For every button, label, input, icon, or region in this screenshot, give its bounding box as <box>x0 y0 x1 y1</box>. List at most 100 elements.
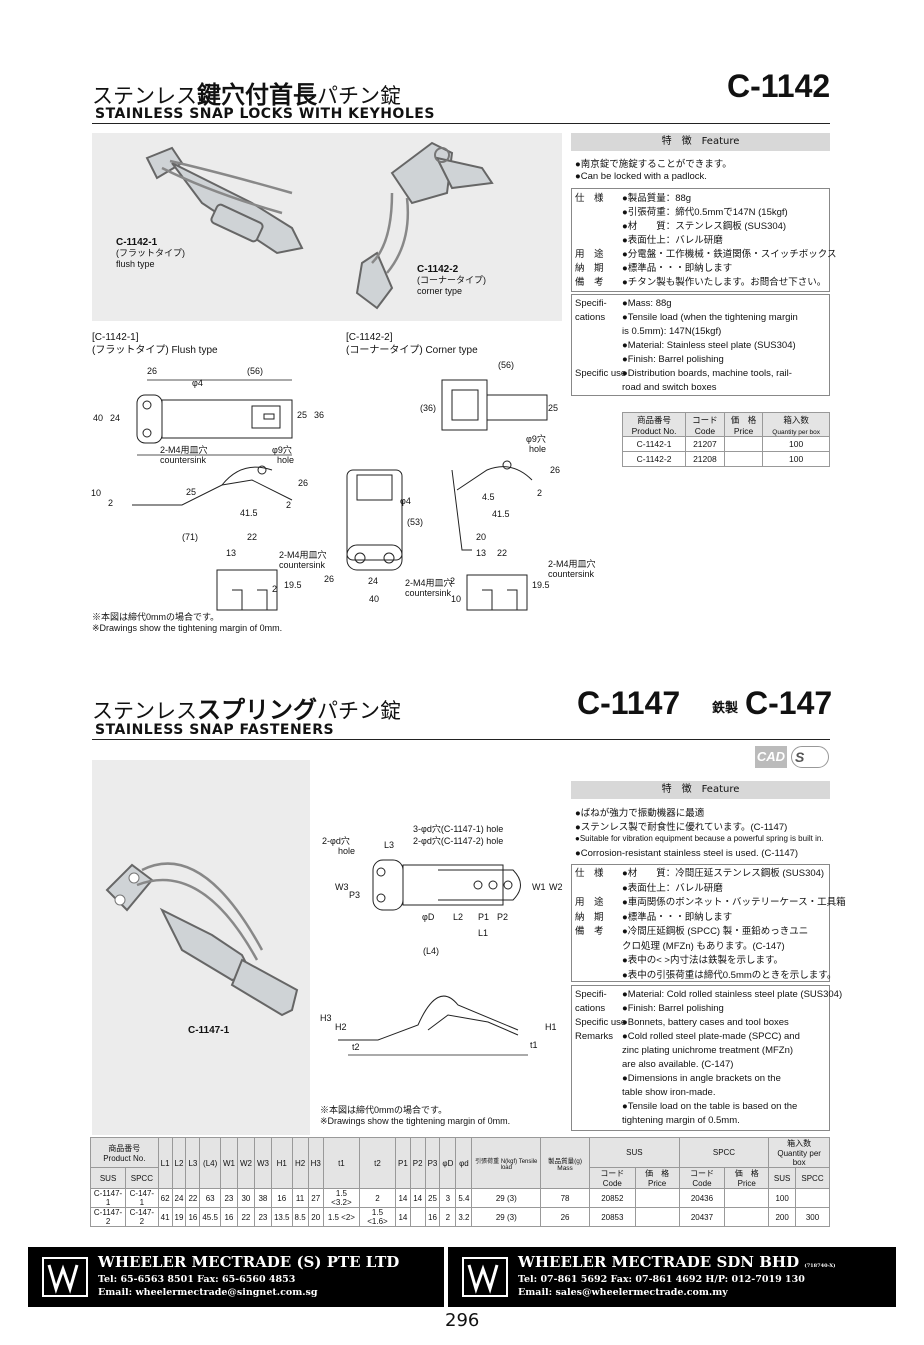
dim-label: (53) <box>407 517 424 527</box>
note-en: ※Drawings show the tightening margin of … <box>320 1116 511 1126</box>
dim-label: P3 <box>349 890 361 900</box>
spec-value: ●表中の< >内寸法は鉄製を示します。 <box>622 955 784 966</box>
spec-value: ●Material: Cold rolled stainless steel p… <box>622 989 843 1000</box>
table-cell: 16 <box>185 1207 201 1227</box>
dim-label: 10 <box>91 488 102 498</box>
spec-value: ●Distribution boards, machine tools, rai… <box>622 368 792 379</box>
spec-value: クロ処理 (MFZn) もあります。(C-147) <box>622 940 785 952</box>
spec-value: zinc plating unichrome treatment (MFZn) <box>622 1045 794 1056</box>
table-cell: 16 <box>219 1207 238 1227</box>
spec-label: 仕 様 <box>575 193 604 204</box>
footer-left-tel: Tel: 65-6563 8501 Fax: 65-6560 4853 <box>98 1274 296 1285</box>
dim-label: 20 <box>476 532 487 542</box>
table-cell: 45.5 <box>199 1207 221 1227</box>
dim-label: 2 <box>108 498 114 508</box>
spec-value: is 0.5mm): 147N(15kgf) <box>622 326 722 337</box>
section2-feature-head: 特 徴 Feature <box>571 781 830 799</box>
dim-label: 2-φd穴(C-1147-2) hole <box>413 836 504 846</box>
dim-label: 19.5 <box>532 580 550 590</box>
dim-label: 26 <box>147 366 158 376</box>
footer-right-name: WHEELER MECTRADE SDN BHD (718740-X) <box>518 1253 836 1271</box>
spec-value: ●分電盤・工作機械・鉄道関係・スイッチボックス <box>622 249 837 260</box>
dim-label: 10 <box>451 594 462 604</box>
dim-label: 26 <box>550 465 561 475</box>
dim-label: 22 <box>497 548 508 558</box>
snap-lock-photo <box>145 141 494 310</box>
dim-label: L1 <box>478 928 489 938</box>
table-cell: 3 <box>439 1188 457 1208</box>
table-cell: C-147-1 <box>125 1188 159 1208</box>
table-cell: 22 <box>236 1207 255 1227</box>
title-main: 鍵穴付首長 <box>197 81 317 109</box>
spec-label: cations <box>575 1003 606 1014</box>
section2-code: C-1147 <box>577 685 681 721</box>
dim-label: W2 <box>549 882 563 892</box>
dim-label: P2 <box>497 912 509 922</box>
table-cell: 14 <box>395 1188 411 1208</box>
dim-label: 2-M4用皿穴 <box>279 550 327 560</box>
dim-label: 41.5 <box>240 508 258 518</box>
spec-value: tightening margin of 0.5mm. <box>622 1115 740 1126</box>
section2-rule <box>92 739 830 740</box>
dim-label: H2 <box>335 1022 347 1032</box>
dim-label: 36 <box>314 410 325 420</box>
wm-logo-icon <box>42 1257 88 1297</box>
table-cell: 1.5 <2> <box>322 1207 360 1227</box>
section2-photo-panel: C-1147-1 <box>92 760 310 1135</box>
spec-value: ●標準品・・・即納します <box>622 911 733 923</box>
spec-value: ●車両関係のボンネット・バッテリーケース・工具箱 <box>622 897 846 908</box>
dim-label: H1 <box>545 1022 557 1032</box>
dim-label: φ9穴 <box>272 445 292 455</box>
spec-value: ●Dimensions in angle brackets on the <box>622 1073 781 1084</box>
title-prefix: ステンレス <box>92 84 197 108</box>
photo-label-a-en: flush type <box>116 259 155 269</box>
dim-label: 2 <box>272 584 278 594</box>
table-cell: 11 <box>291 1188 309 1208</box>
spec-value: ●引張荷重：締代0.5mmで147N (15kgf) <box>622 207 788 218</box>
table-cell: 300 <box>795 1207 830 1227</box>
dim-label: hole <box>277 455 295 465</box>
table-cell: C-147-2 <box>125 1207 159 1227</box>
table-cell: 100 <box>768 1188 796 1208</box>
table-cell: C-1147-1 <box>89 1188 127 1208</box>
table-cell: 14 <box>409 1188 426 1208</box>
table-cell <box>634 1207 680 1227</box>
table-cell: 16 <box>424 1207 441 1227</box>
table-cell: 20852 <box>589 1188 636 1208</box>
spec-label: Specifi- <box>575 298 607 309</box>
table-cell: 78 <box>540 1188 591 1208</box>
dim-label: (56) <box>498 360 515 370</box>
title-suffix: パチン錠 <box>317 84 401 108</box>
dim-label: t2 <box>352 1042 360 1052</box>
dim-label: φ4 <box>192 378 203 388</box>
table-cell: 3.2 <box>455 1207 473 1227</box>
table-cell <box>724 1188 770 1208</box>
section1-feature-head: 特 徴 Feature <box>571 133 830 151</box>
section2-note: ※本図は締代0mmの場合です。 ※Drawings show the tight… <box>320 1105 510 1127</box>
dim-label: countersink <box>405 588 452 598</box>
dim-label: L2 <box>453 912 464 922</box>
footer-right-name-text: WHEELER MECTRADE SDN BHD <box>518 1253 800 1271</box>
spec-value: table show iron-made. <box>622 1087 716 1098</box>
table-cell: 20 <box>307 1207 324 1227</box>
spec-label: Specific use <box>575 368 627 379</box>
section2-spec-en-box <box>571 985 830 1131</box>
table-cell: 23 <box>253 1207 272 1227</box>
spec-value: ●Tensile load (when the tightening margi… <box>622 312 798 323</box>
dim-label: 13 <box>476 548 487 558</box>
table-cell: 29 (3) <box>471 1207 542 1227</box>
table-cell: 1.5 <3.2> <box>322 1188 360 1208</box>
dim-label: 2-M4用皿穴 <box>160 445 208 455</box>
table-cell: 62 <box>157 1188 173 1208</box>
dim-label: W3 <box>335 882 349 892</box>
table-cell: 38 <box>253 1188 272 1208</box>
dim-label: 41.5 <box>492 509 510 519</box>
spec-value: ●冷間圧延鋼板 (SPCC) 製・亜鉛めっきユニ <box>622 926 809 937</box>
table-cell: 13.5 <box>270 1207 293 1227</box>
dim-label: 4.5 <box>482 492 495 502</box>
feature-line: ●ばねが強力で振動機器に最適 <box>575 808 705 819</box>
table-cell: 23 <box>219 1188 238 1208</box>
spec-value: ●表面仕上：バレル研磨 <box>622 882 723 894</box>
drawing-a-head1: [C-1142-1] <box>92 332 139 343</box>
